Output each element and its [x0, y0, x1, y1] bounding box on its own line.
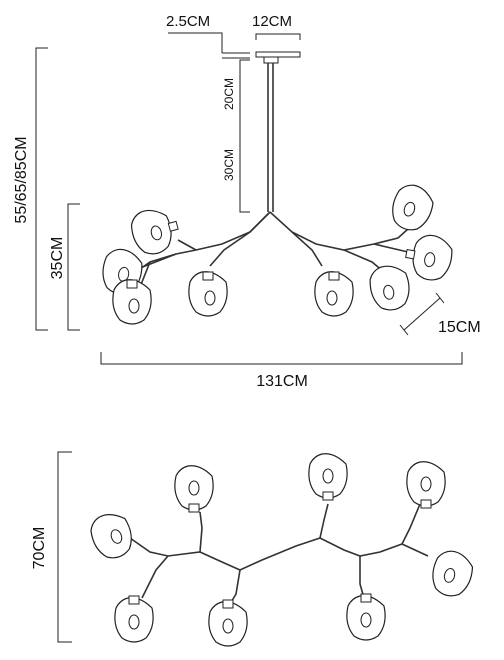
top-view-frame [129, 503, 429, 605]
canopy-width-bracket [255, 33, 301, 40]
side-shade-1 [130, 209, 179, 255]
top-shade-8 [432, 550, 474, 597]
top-shade-7 [406, 461, 446, 509]
label-canopy-gap: 2.5CM [166, 13, 210, 30]
side-view-frame [129, 211, 419, 293]
label-shade-size: 15CM [438, 319, 481, 336]
label-rod-long: 30CM [222, 149, 236, 181]
total-height-bracket [35, 47, 48, 331]
label-rod-short: 20CM [222, 78, 236, 110]
down-rod [267, 63, 274, 212]
ceiling-canopy [255, 51, 301, 58]
top-shade-5 [308, 453, 348, 501]
label-top-depth: 70CM [31, 527, 48, 570]
side-shade-5 [314, 271, 354, 317]
label-total-width: 131CM [256, 373, 308, 390]
top-shade-1 [90, 514, 132, 559]
label-body-height: 35CM [49, 237, 66, 280]
top-shade-2 [174, 465, 214, 513]
total-width-bracket [100, 352, 463, 365]
side-shade-6 [369, 265, 410, 311]
canopy-gap-leader [168, 32, 250, 59]
side-shade-8 [405, 234, 453, 281]
top-depth-bracket [57, 451, 72, 643]
rod-20cm-bracket [239, 59, 250, 128]
rod-30cm-bracket [239, 128, 250, 213]
top-shade-6 [346, 593, 386, 641]
canopy-collar [263, 56, 279, 64]
side-shade-3 [112, 279, 152, 325]
top-shade-3 [114, 595, 154, 643]
top-shade-4 [208, 599, 248, 647]
side-shade-7 [392, 184, 434, 231]
side-shade-4 [188, 271, 228, 317]
body-height-bracket [67, 203, 80, 331]
shade-size-bracket [399, 292, 445, 336]
label-total-height: 55/65/85CM [13, 136, 30, 223]
label-canopy-width: 12CM [252, 13, 292, 30]
